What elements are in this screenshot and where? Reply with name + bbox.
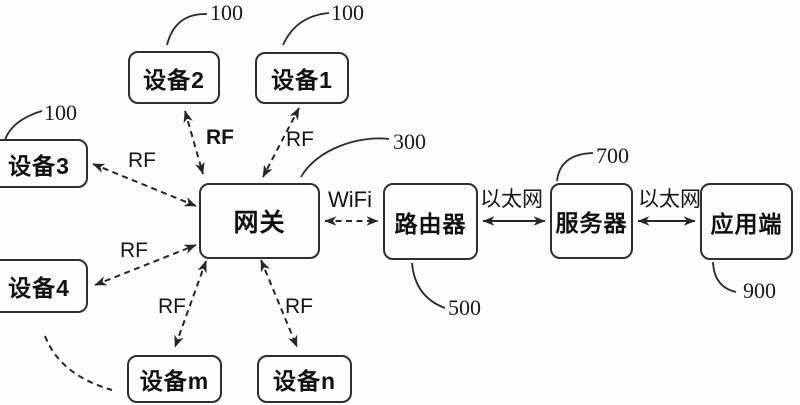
leader-700-server <box>556 152 594 182</box>
edge-label-rf-device1: RF <box>286 128 314 151</box>
ref-100-device1: 100 <box>331 0 364 25</box>
edge-rf-device2-gateway <box>183 110 205 175</box>
node-app: 应用端 <box>700 183 793 260</box>
node-router-label: 路由器 <box>394 210 467 237</box>
edge-label-rf-device2: RF <box>206 126 234 149</box>
ref-100-device3: 100 <box>44 100 77 125</box>
edge-rf-device4-gateway <box>94 244 197 286</box>
node-device2-label: 设备2 <box>143 66 205 93</box>
leader-500-router <box>411 262 446 309</box>
node-device1: 设备1 <box>255 52 349 104</box>
leader-100-device1 <box>282 12 330 46</box>
ref-500-router: 500 <box>448 295 481 320</box>
edge-rf-devicem-gateway <box>174 260 207 348</box>
edge-rf-device1-gateway <box>262 107 300 178</box>
node-device3: 设备3 <box>0 139 88 188</box>
ref-100-device2: 100 <box>210 0 243 25</box>
node-gateway: 网关 <box>199 183 320 259</box>
leader-900-app <box>712 261 737 293</box>
edge-label-ethernet2: 以太网 <box>638 188 701 211</box>
node-device1-label: 设备1 <box>271 67 333 93</box>
node-device2: 设备2 <box>128 51 220 104</box>
edge-rf-devicen-gateway <box>260 259 298 348</box>
node-app-label: 应用端 <box>710 210 783 237</box>
leader-100-device2 <box>166 13 208 46</box>
edge-label-rf-device3: RF <box>128 149 156 172</box>
node-device4-label: 设备4 <box>8 275 70 301</box>
node-server: 服务器 <box>550 183 633 259</box>
node-server-label: 服务器 <box>555 210 628 236</box>
node-device-n-label: 设备n <box>272 368 337 394</box>
ref-700-server: 700 <box>596 143 629 168</box>
leader-300-gateway <box>300 137 390 178</box>
edge-label-rf-device4: RF <box>120 239 148 262</box>
node-router: 路由器 <box>383 183 478 260</box>
node-device-m-label: 设备m <box>139 368 210 394</box>
node-device3-label: 设备3 <box>8 152 70 179</box>
ref-300-gateway: 300 <box>393 129 426 154</box>
ellipsis-arc-more-devices <box>44 335 113 391</box>
node-device-n: 设备n <box>257 355 352 403</box>
edge-label-rf-device-m: RF <box>158 295 186 318</box>
node-device4: 设备4 <box>0 259 88 313</box>
node-gateway-label: 网关 <box>233 209 286 237</box>
edge-label-wifi: WiFi <box>328 187 372 212</box>
edge-rf-device3-gateway <box>92 163 197 207</box>
ref-900-app: 900 <box>743 278 776 303</box>
leader-100-device3 <box>4 110 43 141</box>
edge-label-ethernet1: 以太网 <box>480 188 543 211</box>
edge-label-rf-device-n: RF <box>285 295 313 318</box>
node-device-m: 设备m <box>127 355 222 403</box>
